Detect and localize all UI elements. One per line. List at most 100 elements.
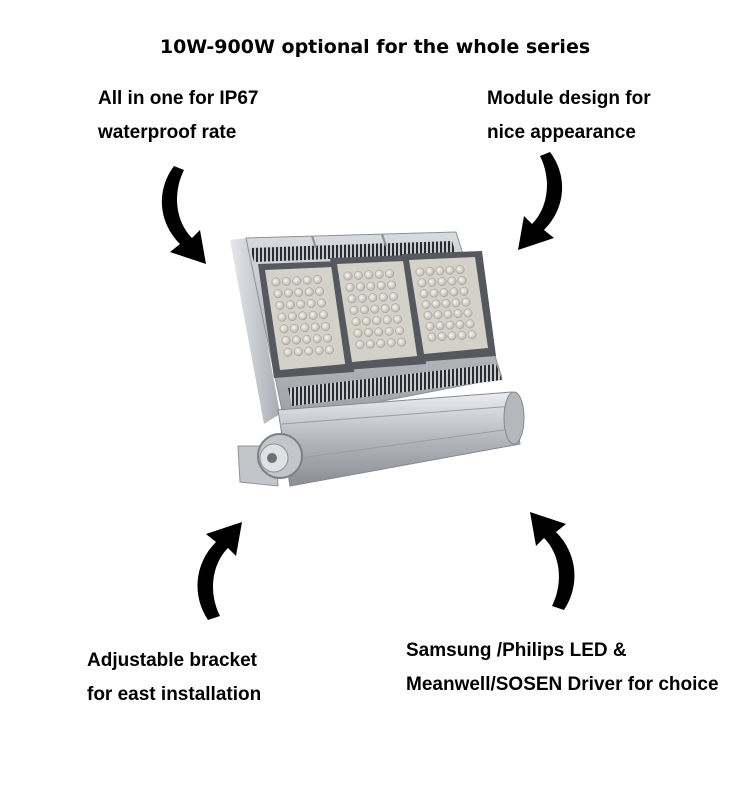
led-chip — [355, 282, 365, 292]
led-chip — [443, 309, 453, 319]
led-chip — [459, 286, 469, 296]
led-chip — [306, 299, 316, 309]
led-chip — [425, 321, 435, 331]
led-chip — [273, 289, 283, 299]
caption-module-design-line-1: Module design for — [487, 88, 651, 109]
led-chip — [357, 293, 367, 303]
led-chip — [315, 286, 325, 296]
led-chip — [343, 271, 353, 281]
led-chip — [421, 300, 431, 310]
led-chip — [435, 266, 445, 276]
led-chip — [300, 323, 310, 333]
led-chip — [423, 310, 433, 320]
led-chip — [292, 276, 302, 286]
led-chip — [437, 277, 447, 287]
led-chip — [363, 328, 373, 337]
led-chip — [317, 298, 327, 308]
led-chip — [364, 270, 374, 280]
led-chip — [281, 336, 291, 346]
led-chip — [417, 278, 427, 288]
led-chip — [439, 288, 449, 297]
led-chip — [393, 314, 403, 324]
led-chip — [281, 276, 291, 286]
led-chip — [445, 320, 455, 330]
led-chip — [461, 297, 471, 307]
led-chip — [380, 304, 390, 313]
caption-led-driver-line-1: Samsung /Philips LED & — [406, 640, 627, 661]
led-chip — [293, 347, 303, 357]
led-chip — [321, 322, 331, 331]
led-chip — [437, 332, 447, 341]
led-chip — [447, 331, 457, 341]
led-chip — [427, 277, 437, 287]
led-chip — [353, 328, 363, 338]
caption-module-design-line-2: nice appearance — [487, 122, 636, 143]
led-chip — [289, 323, 299, 333]
led-chip — [308, 310, 318, 320]
led-chip — [302, 275, 312, 285]
led-chip — [389, 292, 399, 301]
led-chip — [435, 321, 445, 331]
caption-module-design: Module design for nice appearance — [487, 82, 651, 150]
led-chip — [415, 267, 425, 277]
led-chip — [441, 298, 451, 308]
led-chip — [455, 320, 465, 329]
led-chip — [294, 288, 304, 297]
led-chip — [374, 269, 384, 279]
led-chip — [449, 287, 459, 297]
led-chip — [325, 345, 335, 355]
led-chip — [445, 265, 455, 275]
led-chip — [376, 281, 386, 291]
led-chip — [395, 326, 405, 336]
led-chip — [275, 300, 285, 310]
led-chip — [347, 294, 357, 304]
caption-led-driver: Samsung /Philips LED & Meanwell/SOSEN Dr… — [406, 634, 719, 702]
caption-bracket-line-1: Adjustable bracket — [87, 650, 257, 671]
headline: 10W-900W optional for the whole series — [159, 36, 591, 58]
led-chip — [368, 293, 378, 303]
curved-arrow-icon — [197, 522, 242, 620]
led-chip — [467, 330, 477, 340]
caption-led-driver-line-2: Meanwell/SOSEN Driver for choice — [406, 674, 719, 695]
led-chip — [349, 305, 359, 315]
led-chip — [374, 327, 384, 337]
led-chip — [298, 311, 308, 321]
led-chip — [291, 335, 301, 345]
led-chip — [451, 298, 461, 308]
led-chip — [386, 338, 396, 348]
led-chip — [427, 332, 437, 342]
led-chip — [351, 317, 361, 327]
led-chip — [431, 299, 441, 309]
led-chip — [319, 310, 329, 320]
led-chip — [376, 338, 386, 348]
led-chip — [283, 347, 293, 357]
led-chip — [285, 300, 295, 310]
led-chip — [355, 340, 365, 350]
led-chip — [366, 281, 376, 291]
led-chip — [457, 330, 467, 340]
curved-arrow-icon — [518, 152, 563, 250]
led-chip — [313, 275, 323, 285]
caption-waterproof-line-2: waterproof rate — [98, 122, 237, 143]
led-chip — [447, 276, 457, 286]
led-chip — [419, 289, 429, 299]
led-chip — [296, 299, 306, 309]
led-chip — [310, 322, 320, 332]
led-chip — [312, 334, 322, 344]
led-chip — [302, 334, 312, 344]
led-chip — [345, 282, 355, 292]
caption-waterproof-line-1: All in one for IP67 — [98, 88, 259, 109]
led-chip — [277, 312, 287, 322]
led-chip — [384, 326, 394, 336]
led-chip — [463, 308, 473, 318]
led-chip — [382, 315, 392, 325]
led-chip — [429, 288, 439, 298]
led-chip — [323, 333, 333, 343]
led-chip — [370, 304, 380, 314]
curved-arrow-icon — [161, 166, 206, 264]
led-chip — [271, 277, 281, 287]
led-chip — [387, 280, 397, 290]
led-chip — [465, 319, 475, 329]
led-chip — [359, 305, 369, 315]
led-chip — [361, 316, 371, 326]
